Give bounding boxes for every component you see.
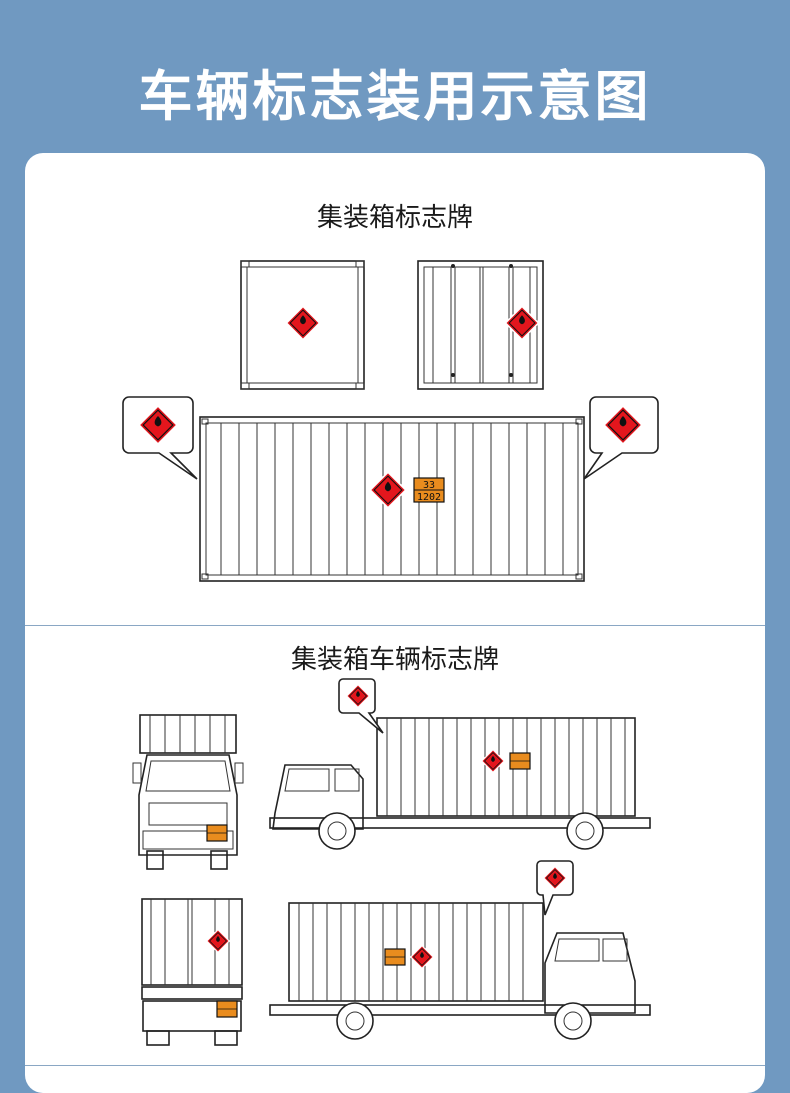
container-door-view bbox=[417, 260, 544, 390]
truck-diagram bbox=[132, 678, 651, 1046]
content-card: 集装箱标志牌 bbox=[25, 153, 765, 1093]
page-title: 车辆标志装用示意图 bbox=[138, 65, 652, 128]
placard-icon bbox=[285, 305, 321, 341]
section-divider bbox=[25, 625, 765, 626]
placard-icon bbox=[410, 945, 434, 969]
truck-side-view-1 bbox=[269, 678, 651, 850]
container-end-view bbox=[240, 260, 365, 390]
truck-rear-view bbox=[141, 898, 243, 1046]
orange-plate-icon bbox=[206, 824, 228, 842]
section-divider-bottom bbox=[25, 1065, 765, 1066]
truck-front-view bbox=[132, 714, 244, 870]
orange-plate-icon bbox=[509, 752, 531, 770]
section-title-vehicle: 集装箱车辆标志牌 bbox=[290, 645, 499, 675]
section-title-container: 集装箱标志牌 bbox=[316, 203, 473, 233]
orange-plate-icon bbox=[216, 1000, 238, 1018]
un-number-text: 1202 bbox=[417, 492, 441, 503]
container-side-view: 33 1202 bbox=[199, 416, 585, 582]
callout-left bbox=[122, 396, 198, 480]
truck-side-view-2 bbox=[269, 860, 651, 1040]
placard-icon bbox=[369, 471, 407, 509]
container-diagram: 33 1202 bbox=[122, 260, 659, 582]
orange-plate-icon bbox=[384, 948, 406, 966]
placard-icon bbox=[504, 305, 540, 341]
hazard-id-text: 33 bbox=[423, 480, 435, 491]
placard-icon bbox=[206, 929, 230, 953]
callout-right bbox=[583, 396, 659, 480]
